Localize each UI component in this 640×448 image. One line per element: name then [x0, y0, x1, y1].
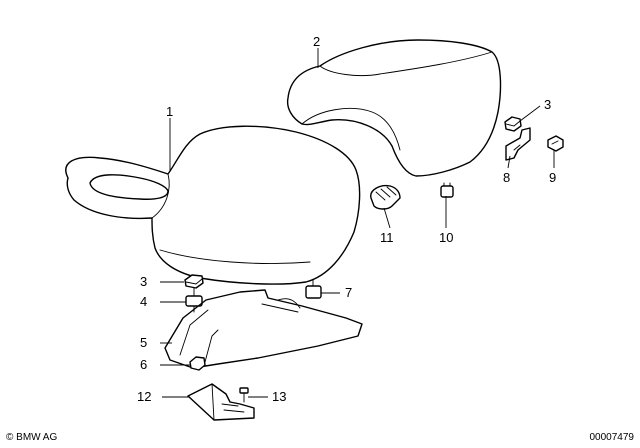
- callout-13: 13: [272, 389, 286, 404]
- bracket[interactable]: [505, 127, 531, 161]
- nut-6[interactable]: [189, 356, 206, 371]
- callout-9: 9: [549, 170, 556, 185]
- stepped-holder[interactable]: [187, 383, 255, 421]
- callout-6: 6: [140, 357, 147, 372]
- buffer-10[interactable]: [440, 182, 454, 198]
- driver-seat[interactable]: [65, 125, 361, 285]
- callout-11: 11: [380, 230, 394, 245]
- callout-3-lower: 3: [140, 274, 147, 289]
- callout-8: 8: [503, 170, 510, 185]
- callout-12: 12: [137, 389, 151, 404]
- callout-3-upper: 3: [544, 97, 551, 112]
- callout-labels: 1 2 3 8 9 11 10 3 4 7 5 6 12 13: [137, 34, 556, 404]
- callout-10: 10: [439, 230, 453, 245]
- screw-13[interactable]: [239, 387, 249, 403]
- callout-1: 1: [166, 104, 173, 119]
- nut-upper[interactable]: [504, 116, 522, 132]
- leader-lines: [160, 48, 555, 398]
- callout-5: 5: [140, 335, 147, 350]
- seat-frame[interactable]: [164, 289, 363, 369]
- callout-4: 4: [140, 294, 147, 309]
- screw-9[interactable]: [547, 135, 564, 152]
- buffer-7[interactable]: [305, 279, 322, 299]
- callout-7: 7: [345, 285, 352, 300]
- callout-2: 2: [313, 34, 320, 49]
- copyright-brand: © BMW AG: [6, 432, 58, 443]
- nut-lower[interactable]: [184, 274, 204, 289]
- document-number: 00007479: [589, 432, 635, 443]
- passenger-seat[interactable]: [286, 39, 502, 177]
- rubber-buffer-11[interactable]: [370, 184, 401, 210]
- rubber-mount[interactable]: [185, 287, 203, 313]
